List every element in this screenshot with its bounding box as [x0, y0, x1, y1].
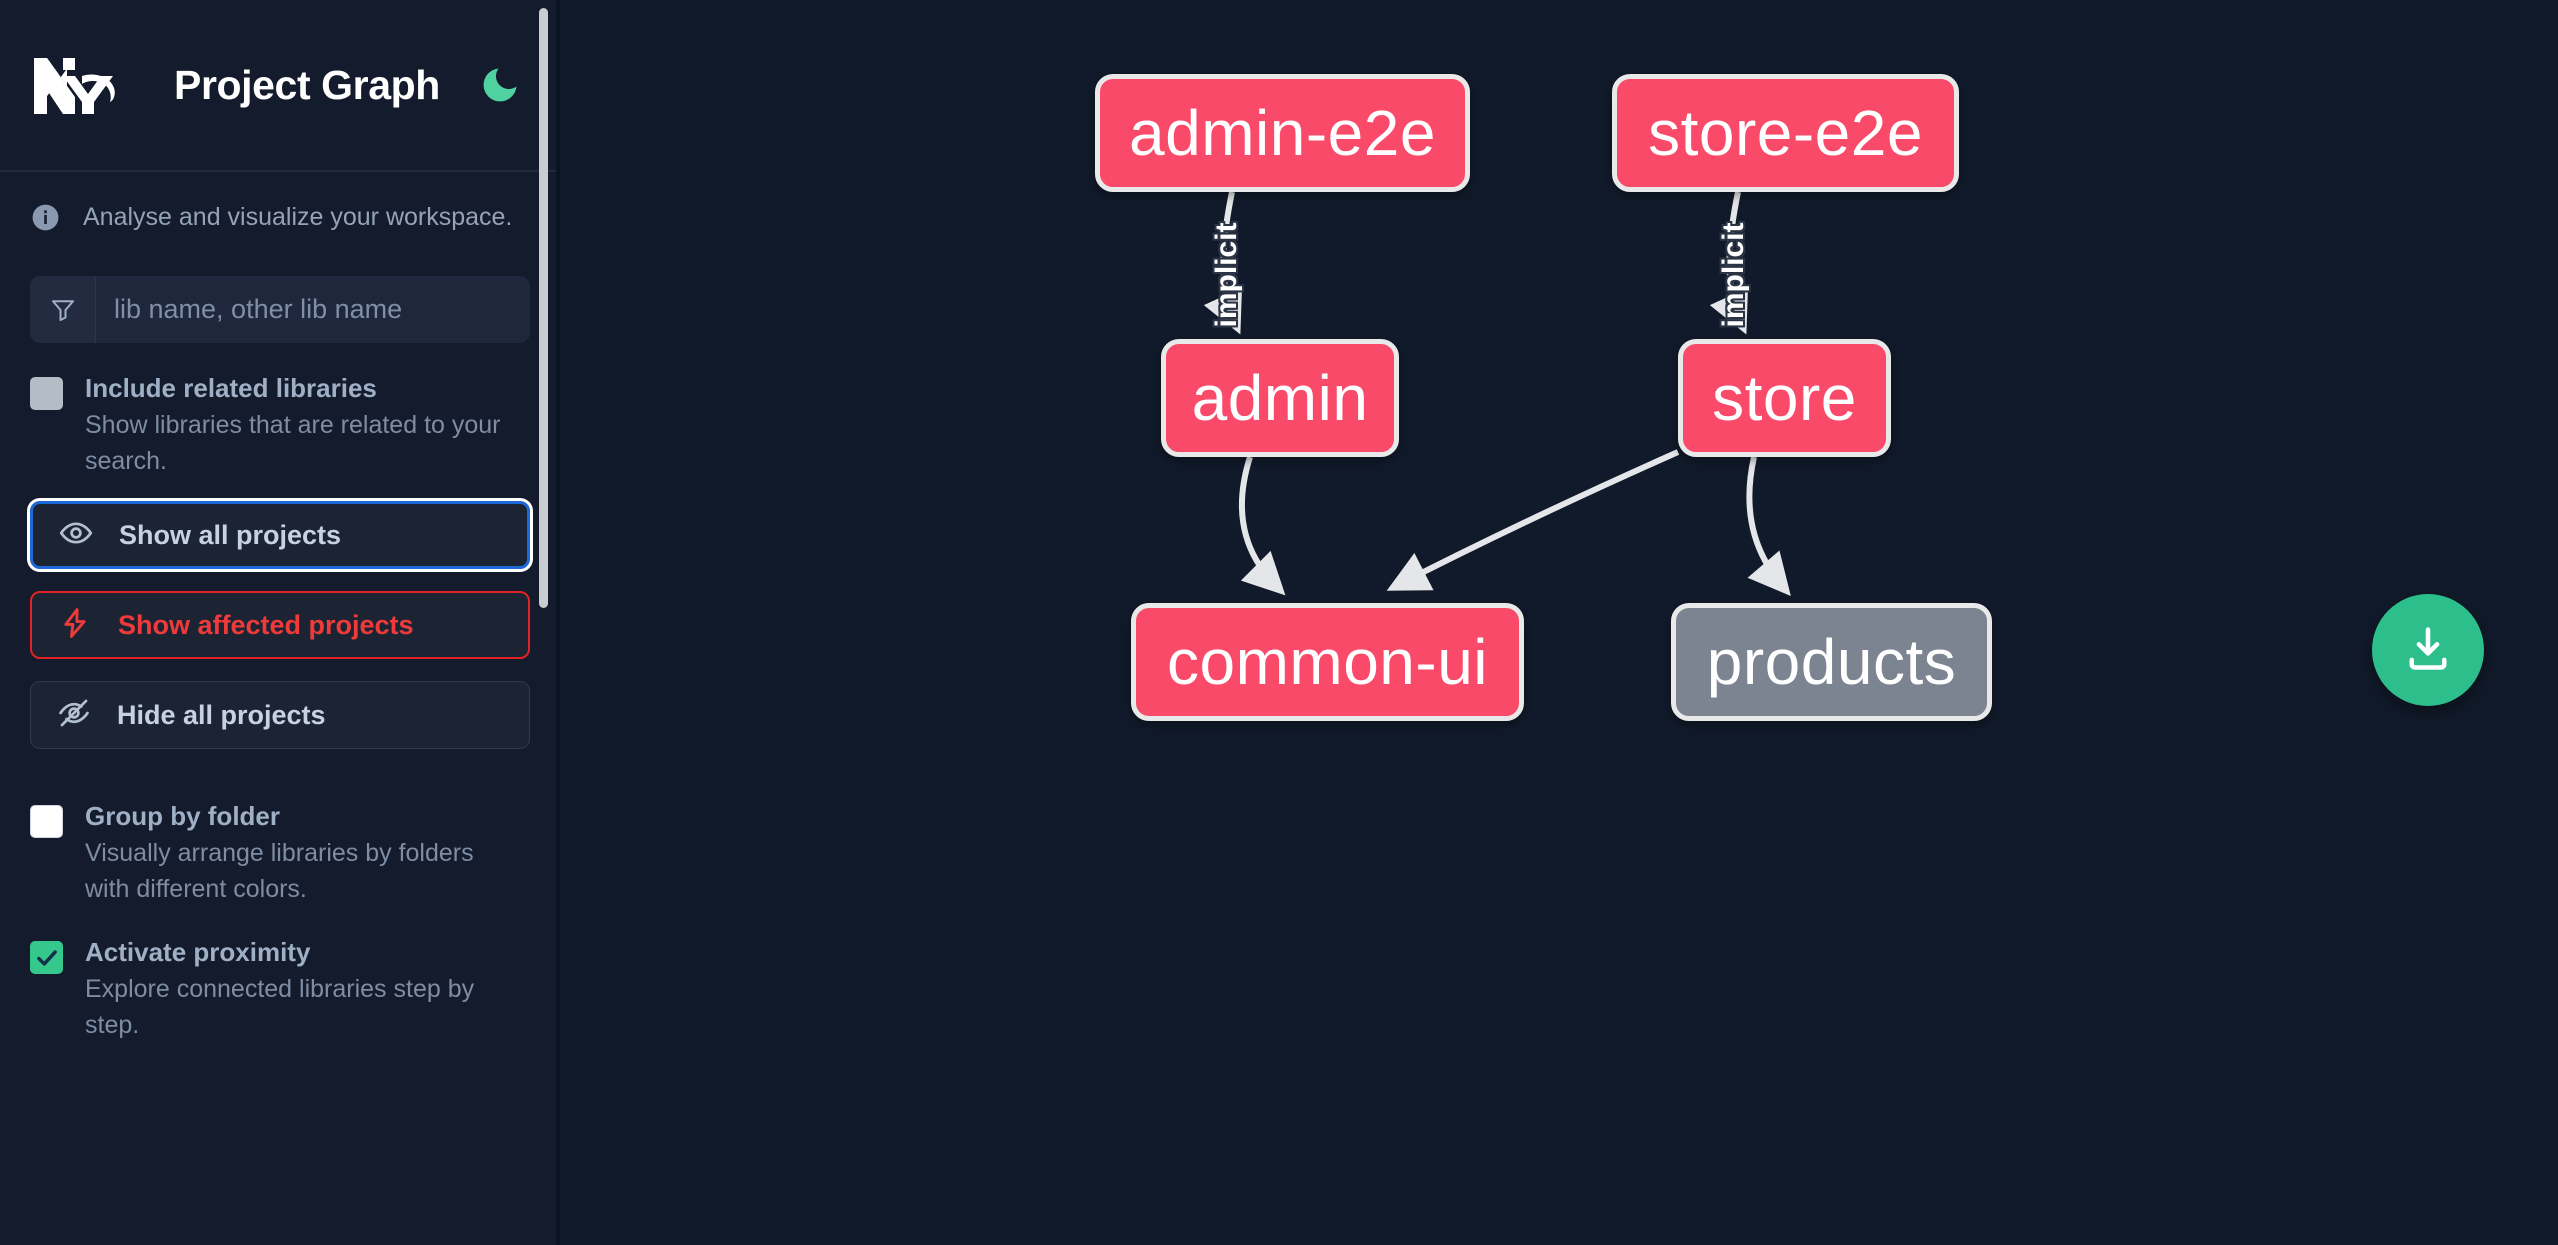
search-box[interactable] — [30, 276, 530, 343]
graph-edges — [1203, 191, 1791, 596]
download-image-button[interactable] — [2372, 594, 2484, 706]
activate-proximity-checkbox[interactable] — [30, 941, 63, 975]
project-visibility-buttons: Show all projects Show affected projects — [0, 479, 560, 750]
page-title: Project Graph — [174, 61, 440, 108]
graph-node-label: admin — [1191, 362, 1369, 434]
include-related-libraries-label: Include related libraries — [85, 373, 377, 403]
option-include-related-libraries[interactable]: Include related libraries Show libraries… — [0, 343, 560, 479]
edge-store-common-ui — [1386, 449, 1680, 591]
edge-label-store-e2e-store: implicit — [1717, 222, 1750, 328]
edge-admin-common-ui — [1238, 456, 1286, 596]
show-affected-projects-label: Show affected projects — [118, 609, 414, 640]
sidebar-divider — [556, 0, 560, 1245]
include-related-libraries-checkbox[interactable] — [30, 377, 63, 410]
edge-store-products — [1746, 456, 1791, 596]
edge-admin-e2e-admin — [1203, 191, 1243, 335]
info-icon — [30, 202, 61, 233]
filter-row — [0, 262, 560, 343]
sidebar-tagline-row: Analyse and visualize your workspace. — [0, 172, 560, 262]
search-input[interactable] — [96, 276, 530, 343]
activate-proximity-label: Activate proximity — [85, 937, 311, 968]
graph-node-label: products — [1706, 626, 1957, 698]
hide-all-projects-button[interactable]: Hide all projects — [30, 681, 530, 750]
show-all-projects-button[interactable]: Show all projects — [30, 501, 530, 570]
eye-off-icon — [57, 696, 91, 735]
show-affected-projects-button[interactable]: Show affected projects — [30, 591, 530, 660]
hide-all-projects-label: Hide all projects — [117, 699, 326, 730]
moon-icon[interactable] — [478, 63, 522, 107]
edge-store-e2e-store — [1709, 191, 1749, 335]
nx-logo-icon — [30, 54, 122, 116]
graph-node-admin[interactable]: admin — [1161, 339, 1399, 457]
lightning-icon — [58, 606, 92, 645]
group-by-folder-description: Visually arrange libraries by folders wi… — [85, 839, 474, 903]
download-icon — [2402, 622, 2454, 679]
graph-node-store[interactable]: store — [1678, 339, 1891, 457]
option-group-by-folder[interactable]: Group by folder Visually arrange librari… — [0, 771, 560, 907]
sidebar-scrollbar[interactable] — [539, 0, 548, 1245]
graph-canvas[interactable]: admin-e2e store-e2e admin store common-u… — [560, 0, 2558, 1245]
graph-node-label: store — [1712, 362, 1857, 434]
show-all-projects-label: Show all projects — [119, 519, 342, 550]
sidebar-scrollbar-thumb[interactable] — [539, 8, 548, 608]
graph-node-admin-e2e[interactable]: admin-e2e — [1095, 74, 1470, 192]
graph-node-label: admin-e2e — [1129, 97, 1436, 169]
option-activate-proximity[interactable]: Activate proximity Explore connected lib… — [0, 907, 560, 1043]
sidebar-header: Project Graph — [0, 0, 560, 172]
sidebar: Project Graph Analyse and visualize your… — [0, 0, 560, 1245]
eye-icon — [59, 516, 93, 555]
group-by-folder-label: Group by folder — [85, 801, 280, 832]
include-related-libraries-description: Show libraries that are related to your … — [85, 411, 501, 475]
graph-node-common-ui[interactable]: common-ui — [1131, 603, 1524, 721]
activate-proximity-description: Explore connected libraries step by step… — [85, 975, 475, 1039]
graph-node-products[interactable]: products — [1671, 603, 1992, 721]
graph-node-label: common-ui — [1166, 626, 1489, 698]
graph-node-store-e2e[interactable]: store-e2e — [1612, 74, 1959, 192]
funnel-icon — [30, 276, 96, 343]
group-by-folder-checkbox[interactable] — [30, 805, 63, 839]
sidebar-tagline: Analyse and visualize your workspace. — [83, 202, 513, 231]
edge-label-admin-e2e-admin: implicit — [1210, 222, 1243, 328]
graph-node-label: store-e2e — [1648, 97, 1923, 169]
